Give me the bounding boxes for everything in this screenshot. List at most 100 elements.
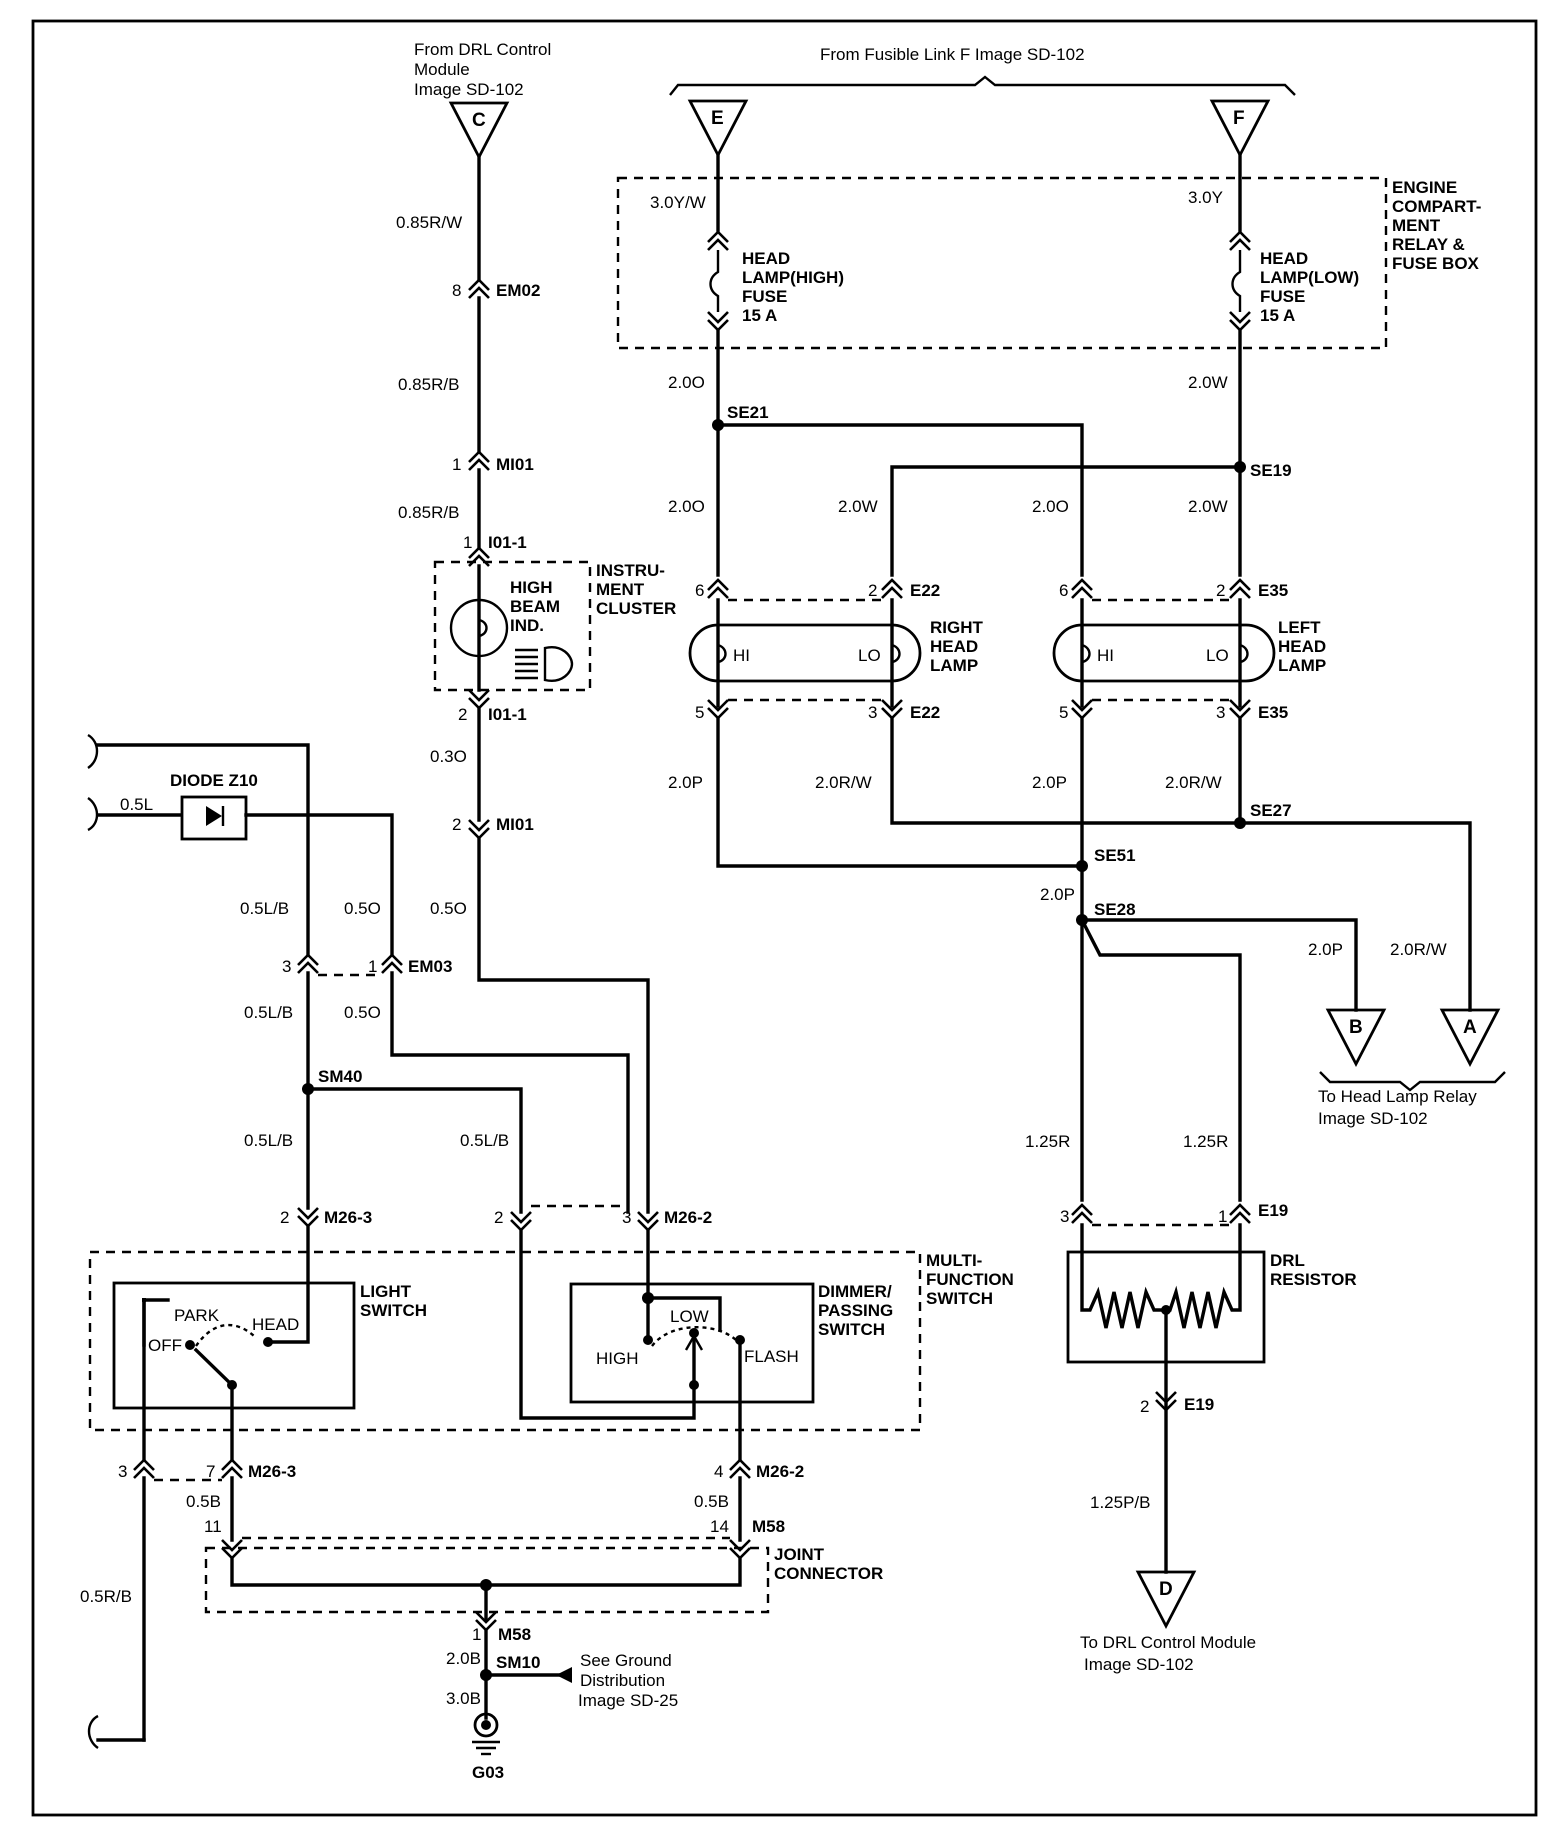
ground-reference-text: Image SD-25 [578,1691,678,1710]
light-switch-label: SWITCH [360,1301,427,1320]
wire-label: 2.0B [446,1649,481,1668]
wire-05lb-top [96,743,310,957]
connector-label: I01-1 [488,533,527,552]
dimmer-switch-label: PASSING [818,1301,893,1320]
m26-3-bottom-connector: 3 7 M26-3 [118,1458,296,1482]
wire-sm40-dimmer [306,1087,523,1214]
wire-label: 1.25R [1183,1132,1228,1151]
m58-top-connector: 11 14 M58 [204,1517,785,1560]
wire-label: 0.85R/B [398,375,459,394]
wire-label: 0.85R/W [396,213,462,232]
fuse-low-label-line: 15 A [1260,306,1295,325]
connector-symbol [297,1207,319,1228]
wire-label: 2.0R/W [815,773,872,792]
lo-label: LO [1206,646,1229,665]
dimmer-switch-label: DIMMER/ [818,1282,892,1301]
connector-symbol [468,689,490,710]
connector-symbol [1229,1203,1251,1224]
connector-label: E35 [1258,703,1288,722]
light-switch-blade [193,1347,235,1388]
wire-label: 0.5O [344,899,381,918]
pin-label: 3 [1060,1207,1069,1226]
fusible-link-caption: From Fusible Link F Image SD-102 [820,45,1085,64]
high-contact [643,1335,653,1345]
instrument-cluster-outline [433,560,592,692]
wire-label: 0.5B [186,1492,221,1511]
hi-label: HI [733,646,750,665]
source-f-letter: F [1233,108,1245,129]
wire-to-drl-right [1079,917,1242,1202]
right-lamp-body [688,623,922,683]
drl-resistor-top-connector: 3 1 E19 [1060,1201,1288,1227]
output-b-letter: B [1349,1017,1363,1038]
connector-symbol [729,1458,751,1479]
off-contact [185,1340,195,1350]
right-lamp-bottom-connector: 5 3 E22 [695,698,940,722]
wire-right-hi-return [716,716,1084,868]
output-caption: Image SD-102 [1084,1655,1194,1674]
wire-label: 2.0O [668,497,705,516]
output-b: B [1325,1008,1387,1068]
splice-se51 [1076,860,1088,872]
pin-label: 2 [494,1208,503,1227]
em03-connector: 3 1 EM03 [282,953,452,977]
source-c-caption-1: From DRL Control [414,40,551,59]
connector-symbol [510,1211,532,1232]
left-lamp-body [1052,623,1276,683]
high-beam-lamp-shape [543,646,574,682]
dimmer-arc [651,1325,737,1347]
connector-symbol [1229,230,1251,251]
fuse-high-label-line: LAMP(HIGH) [742,268,844,287]
fuse-high-label-line: FUSE [742,287,787,306]
low-label: LOW [670,1307,709,1326]
diode-label: DIODE Z10 [170,771,258,790]
connector-symbol [707,230,729,251]
fuse-box-label: ENGINE COMPART- MENT RELAY & FUSE BOX [1392,178,1481,273]
output-a: A [1439,1008,1501,1068]
right-hi-filament-icon [717,643,727,664]
head-label: HEAD [252,1315,299,1334]
diode-box [180,795,248,841]
resistor-left-element [1080,1223,1168,1329]
source-c-caption-2: Module [414,60,470,79]
off-label: OFF [148,1336,182,1355]
indicator-label: HIGH [510,578,553,597]
pin-label: 6 [1059,581,1068,600]
source-f: F [1209,99,1271,159]
resistor-right-element [1164,1223,1242,1329]
head-contact [263,1337,273,1347]
splice-label: SM40 [318,1067,362,1086]
dimmer-switch-box [569,1282,815,1404]
connector-symbol [468,819,490,840]
left-lamp-label-line: LAMP [1278,656,1326,675]
wire-label: 3.0Y [1188,188,1223,207]
diagram-border [31,19,1538,1817]
connector-label: EM03 [408,957,452,976]
ground-g03-icon [472,1712,500,1756]
joint-connector-outline [204,1546,770,1614]
instrument-cluster-label: INSTRU- [596,561,665,580]
park-label: PARK [174,1306,220,1325]
fuse-low-label: HEAD LAMP(LOW) FUSE 15 A [1260,249,1359,325]
connector-symbol [468,278,490,299]
high-beam-symbol-icon [515,646,574,682]
diode-triangle [206,806,222,826]
light-switch-arc [195,1323,255,1347]
connector-label: MI01 [496,815,534,834]
fuse-box-label-line: MENT [1392,216,1441,235]
wire-label: 0.5L/B [460,1131,509,1150]
connector-symbol [1155,1391,1177,1412]
output-d-letter: D [1159,1579,1173,1600]
connector-symbol [1071,1203,1093,1224]
connector-label: MI01 [496,455,534,474]
source-c-triangle [448,101,510,161]
connector-symbol [1229,578,1251,599]
pin-label: 7 [206,1462,215,1481]
ground-center [481,1720,491,1730]
multifunction-label: FUNCTION [926,1270,1014,1289]
fuse-low-symbol [1231,250,1242,312]
wire-break-icon [87,1714,99,1749]
pin-label: 3 [118,1462,127,1481]
fuse-low-label-line: HEAD [1260,249,1308,268]
connector-label: M26-3 [324,1208,372,1227]
